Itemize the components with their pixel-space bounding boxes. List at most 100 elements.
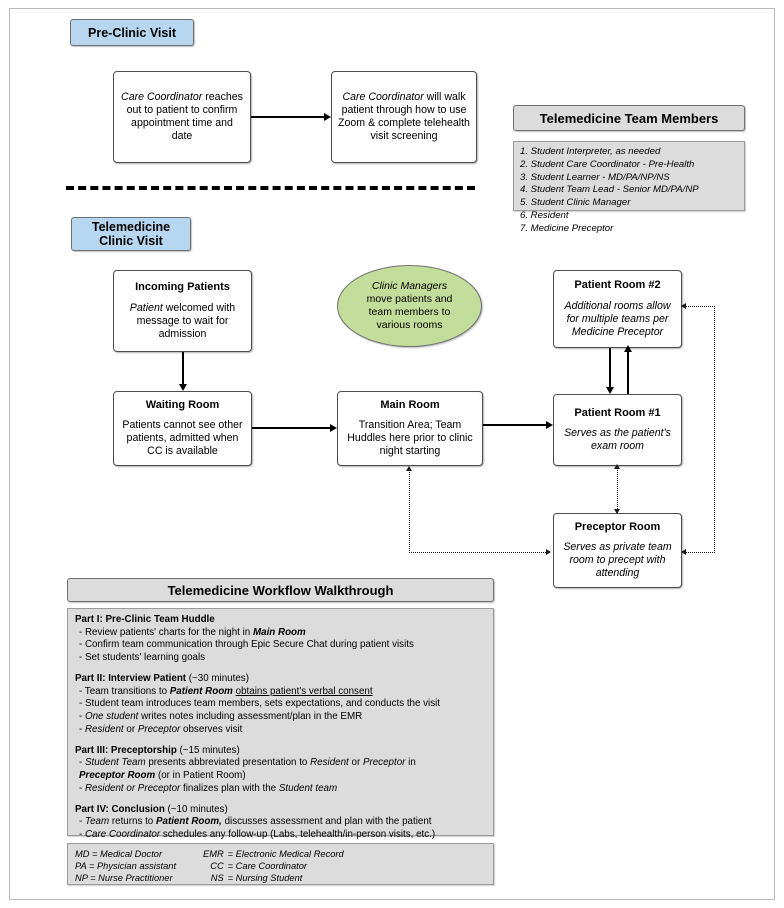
- node-preceptor-room: Preceptor Room Serves as private team ro…: [553, 513, 682, 588]
- node-waiting-room: Waiting Room Patients cannot see other p…: [113, 391, 252, 466]
- node-incoming-patients-body: Patient welcomed with message to wait fo…: [120, 302, 245, 341]
- arrowhead-preceptor-to-room1: [614, 464, 620, 469]
- workflow-part-heading: Part III: Preceptorship (~15 minutes): [75, 744, 240, 756]
- connector-mainroom-elbow-horizontal: [409, 552, 546, 553]
- abbreviation-right-key: EMR: [203, 849, 224, 859]
- section-label-pre-clinic-visit-text: Pre-Clinic Visit: [88, 25, 176, 40]
- abbreviation-right-key: NS: [210, 873, 224, 884]
- workflow-part-heading: Part I: Pre-Clinic Team Huddle: [75, 614, 215, 625]
- workflow-part-line: - Student Team presents abbreviated pres…: [79, 757, 416, 769]
- note-clinic-managers-line3: team members to: [368, 306, 451, 318]
- connector-main-to-patient-room-1: [483, 424, 546, 426]
- node-patient-room-2: Patient Room #2 Additional rooms allow f…: [553, 270, 682, 348]
- arrowhead-main-to-patient-room-1: [546, 421, 553, 429]
- node-pre-clinic-step-2-text: Care Coordinator will walk patient throu…: [338, 91, 470, 143]
- node-waiting-room-body: Patients cannot see other patients, admi…: [122, 419, 243, 458]
- team-member-item: 7. Medicine Preceptor: [520, 222, 614, 234]
- node-main-room: Main Room Transition Area; Team Huddles …: [337, 391, 483, 466]
- node-patient-room-1-title: Patient Room #1: [574, 406, 661, 419]
- node-preceptor-room-body: Serves as private team room to precept w…: [563, 541, 672, 580]
- connector-preclinic-1-to-2: [251, 116, 324, 118]
- abbreviation-row: NP = Nurse Practitioner NS= Nursing Stude…: [75, 872, 344, 884]
- team-members-panel: 1. Student Interpreter, as needed 2. Stu…: [513, 141, 745, 234]
- node-patient-room-2-title: Patient Room #2: [574, 279, 661, 292]
- node-patient-room-2-body: Additional rooms allow for multiple team…: [564, 299, 671, 338]
- abbreviation-right-key: CC: [210, 861, 224, 872]
- arrowhead-preclinic-1-to-2: [324, 113, 331, 121]
- section-divider: [66, 186, 475, 190]
- team-member-item: 2. Student Care Coordinator - Pre-Health: [520, 158, 695, 170]
- workflow-part-heading: Part II: Interview Patient (~30 minutes): [75, 672, 249, 684]
- abbreviation-left: PA = Physician assistant: [75, 861, 177, 872]
- abbreviations-panel: MD = Medical Doctor EMR= Electronic Medic…: [67, 843, 494, 885]
- connector-waiting-to-main: [252, 427, 330, 429]
- note-clinic-managers-text: Clinic Managers move patients and team m…: [367, 280, 453, 333]
- section-label-clinic-visit: Telemedicine Clinic Visit: [71, 217, 191, 251]
- arrowhead-incoming-to-waiting: [179, 384, 187, 391]
- workflow-part-line: - One student writes notes including ass…: [79, 711, 363, 723]
- node-pre-clinic-step-1-role: Care Coordinator: [121, 91, 203, 104]
- abbreviation-row: MD = Medical Doctor EMR= Electronic Medic…: [75, 848, 344, 860]
- workflow-part-line: Preceptor Room (or in Patient Room): [79, 770, 246, 782]
- connector-incoming-to-waiting: [182, 352, 184, 385]
- arrowhead-right-routing-to-room2: [681, 303, 686, 309]
- abbreviation-right-val: = Nursing Student: [227, 873, 303, 884]
- workflow-part: Part II: Interview Patient (~30 minutes)…: [75, 673, 486, 737]
- arrowhead-elbow-to-preceptor: [546, 549, 551, 555]
- note-clinic-managers-line2: move patients and: [366, 292, 453, 305]
- node-main-room-title: Main Room: [380, 398, 440, 411]
- abbreviation-row: PA = Physician assistant CC= Care Coordin…: [75, 860, 344, 872]
- arrowhead-waiting-to-main: [330, 424, 337, 432]
- abbreviation-right-val: = Care Coordinator: [227, 861, 307, 872]
- team-member-item: 4. Student Team Lead - Senior MD/PA/NP: [520, 184, 699, 196]
- abbreviations-table: MD = Medical Doctor EMR= Electronic Medic…: [75, 848, 344, 884]
- workflow-part-line: - Team returns to Patient Room, discusse…: [79, 816, 432, 828]
- connector-right-routing-bottom: [686, 552, 715, 553]
- connector-room2-down-to-room1: [609, 348, 611, 388]
- arrowhead-room1-up-to-room2: [624, 345, 632, 352]
- node-incoming-patients: Incoming Patients Patient welcomed with …: [113, 270, 252, 352]
- workflow-part: Part IV: Conclusion (~10 minutes) - Team…: [75, 804, 486, 842]
- team-member-item: 1. Student Interpreter, as needed: [520, 146, 661, 157]
- node-incoming-patients-rest: welcomed with message to wait for admiss…: [136, 301, 236, 340]
- workflow-part-line: - Set students' learning goals: [79, 652, 206, 664]
- arrowhead-right-routing-to-preceptor: [681, 549, 686, 555]
- workflow-part: Part I: Pre-Clinic Team Huddle- Review p…: [75, 614, 486, 665]
- connector-room1-up-to-room2: [627, 348, 629, 394]
- team-members-header-text: Telemedicine Team Members: [539, 110, 719, 126]
- team-member-item: 3. Student Learner - MD/PA/NP/NS: [520, 171, 670, 183]
- arrowhead-room1-to-preceptor: [614, 509, 620, 514]
- section-label-clinic-visit-line2: Clinic Visit: [99, 234, 163, 248]
- connector-right-routing-top: [686, 306, 715, 307]
- node-pre-clinic-step-1: Care Coordinator reaches out to patient …: [113, 71, 251, 163]
- node-pre-clinic-step-2-rest: will walk patient through how to use Zoo…: [338, 91, 470, 142]
- workflow-part-line: - Care Coordinator schedules any follow-…: [79, 829, 436, 841]
- abbreviation-right-val: = Electronic Medical Record: [227, 849, 344, 859]
- workflow-part: Part III: Preceptorship (~15 minutes) - …: [75, 745, 486, 796]
- workflow-header: Telemedicine Workflow Walkthrough: [67, 578, 494, 602]
- arrowhead-elbow-to-mainroom: [406, 466, 412, 471]
- connector-mainroom-elbow-vertical: [409, 470, 410, 553]
- section-label-pre-clinic-visit: Pre-Clinic Visit: [70, 19, 194, 46]
- team-member-item: 6. Resident: [520, 209, 569, 221]
- node-patient-room-1: Patient Room #1 Serves as the patient's …: [553, 394, 682, 466]
- workflow-part-line: - Confirm team communication through Epi…: [79, 639, 414, 651]
- workflow-part-line: - Student team introduces team members, …: [79, 698, 441, 710]
- abbreviation-left: MD = Medical Doctor: [75, 849, 163, 859]
- note-clinic-managers-line4: various rooms: [376, 319, 443, 332]
- arrowhead-room2-down-to-room1: [606, 387, 614, 394]
- node-pre-clinic-step-2-role: Care Coordinator: [342, 91, 424, 104]
- workflow-part-line: - Team transitions to Patient Room obtai…: [79, 685, 373, 697]
- node-patient-room-1-body: Serves as the patient's exam room: [564, 427, 671, 453]
- note-clinic-managers-line1: Clinic Managers: [371, 279, 448, 292]
- workflow-panel: Part I: Pre-Clinic Team Huddle- Review p…: [67, 608, 494, 840]
- workflow-part-line: - Resident or Preceptor finalizes plan w…: [79, 782, 338, 794]
- node-preceptor-room-title: Preceptor Room: [574, 520, 661, 533]
- node-main-room-body: Transition Area; Team Huddles here prior…: [347, 419, 473, 458]
- node-waiting-room-title: Waiting Room: [145, 398, 220, 411]
- team-members-header: Telemedicine Team Members: [513, 105, 745, 131]
- node-pre-clinic-step-1-text: Care Coordinator reaches out to patient …: [120, 91, 244, 143]
- abbreviation-left: NP = Nurse Practitioner: [75, 873, 173, 884]
- node-pre-clinic-step-1-rest: reaches out to patient to confirm appoin…: [126, 91, 243, 142]
